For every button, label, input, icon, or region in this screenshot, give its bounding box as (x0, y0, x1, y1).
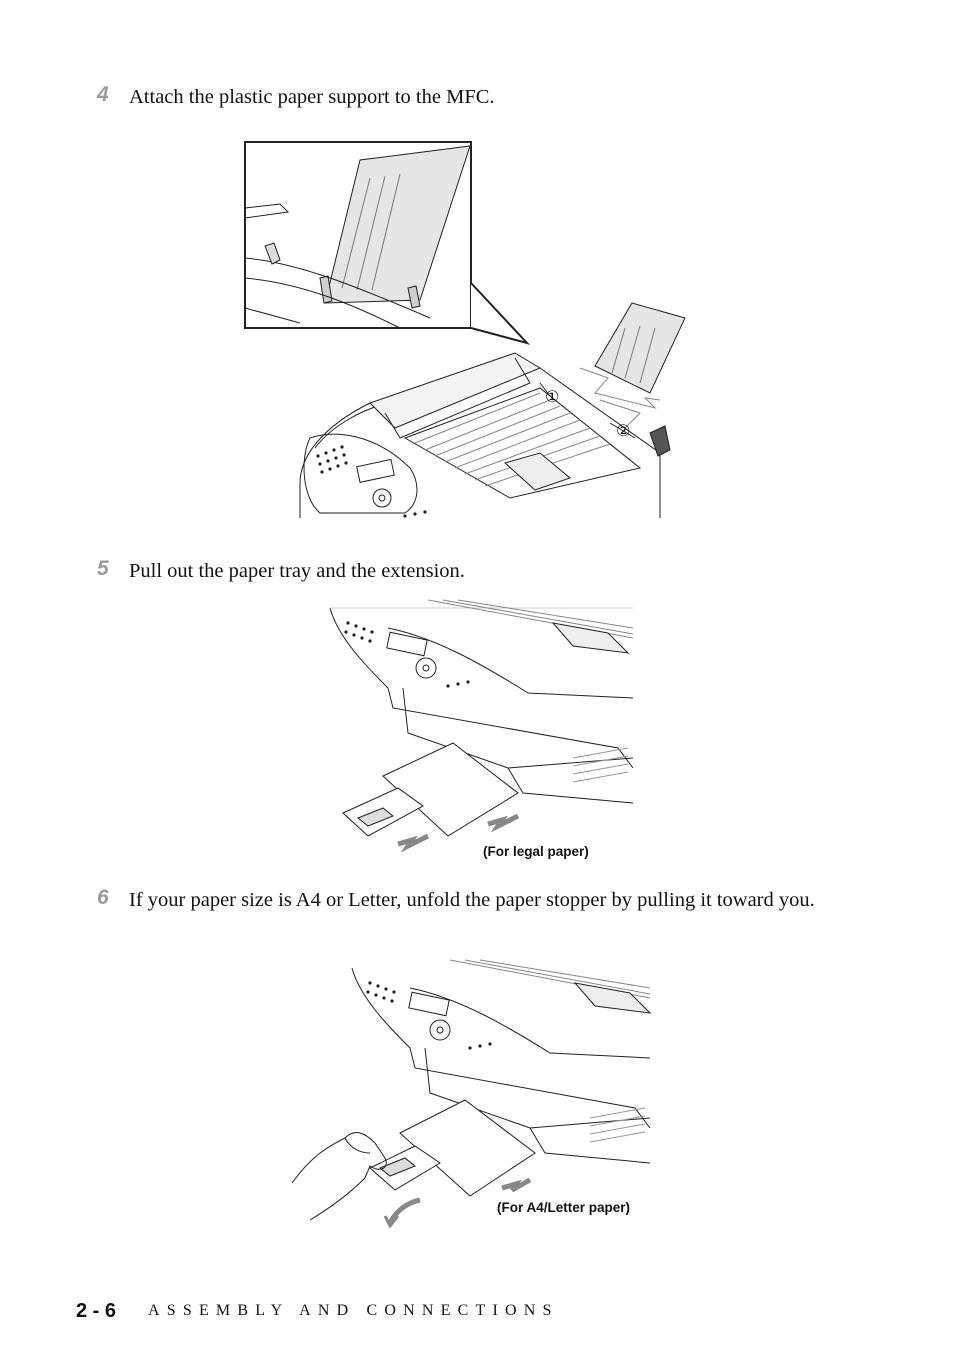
legal-caption: (For legal paper) (483, 844, 589, 859)
figure-paper-support: ① ② (240, 138, 700, 523)
section-title: ASSEMBLY AND CONNECTIONS (148, 1302, 559, 1319)
callout-2: ② (616, 423, 631, 440)
step-number: 5 (97, 557, 109, 580)
step-text: Pull out the paper tray and the extensio… (129, 560, 465, 582)
step-text: If your paper size is A4 or Letter, unfo… (129, 889, 815, 911)
step-number: 4 (97, 83, 109, 106)
a4-caption: (For A4/Letter paper) (497, 1200, 631, 1215)
callout-1: ① (545, 389, 560, 406)
page-number: 2 - 6 (76, 1300, 117, 1322)
figure-a4-stopper: (For A4/Letter paper) (290, 958, 655, 1228)
figure-legal-tray: (For legal paper) (328, 598, 638, 868)
step-number: 6 (97, 886, 109, 909)
step-text: Attach the plastic paper support to the … (129, 86, 495, 108)
